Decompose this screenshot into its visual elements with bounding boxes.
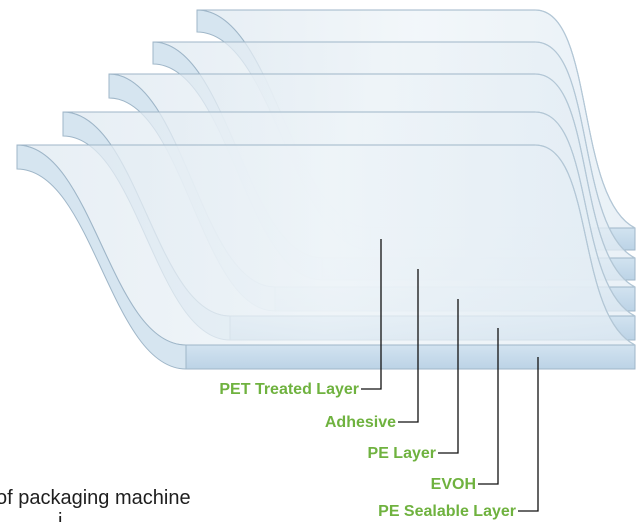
film-layer-right-curve: [534, 111, 636, 317]
body-text-line-2: i: [58, 510, 63, 522]
film-layer: [16, 144, 636, 370]
layer-label: PE Sealable Layer: [378, 503, 516, 520]
label-leader-line: [518, 357, 539, 512]
film-layer-right-curve: [534, 73, 636, 288]
label-leader-line: [438, 299, 459, 454]
label-leader-line: [478, 328, 499, 485]
body-text-line-1: of packaging machine: [0, 487, 191, 509]
label-leaders: [361, 239, 539, 512]
film-layer-right-curve: [534, 9, 636, 229]
label-leader-line: [361, 239, 382, 390]
film-layer-top: [16, 144, 636, 346]
film-layers: [16, 9, 636, 370]
label-leader-line: [398, 269, 419, 423]
layer-label: PE Layer: [368, 445, 436, 462]
film-layer-right-curve: [534, 144, 636, 346]
layer-label: EVOH: [431, 476, 476, 493]
layer-label: PET Treated Layer: [219, 381, 359, 398]
film-layer-right-curve: [534, 41, 636, 259]
film-layer-front: [185, 344, 636, 370]
layer-label: Adhesive: [325, 414, 396, 431]
